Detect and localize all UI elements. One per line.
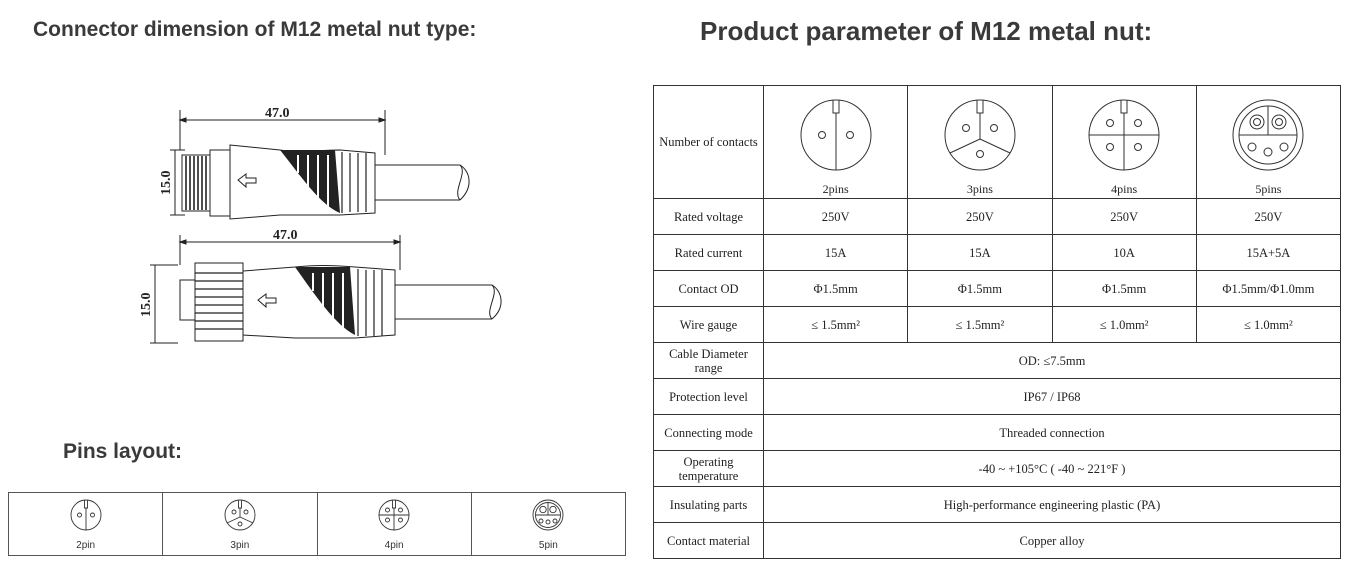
dimension-title: Connector dimension of M12 metal nut typ… xyxy=(33,18,477,41)
contact-cell-4pins: 4pins xyxy=(1051,85,1197,199)
connector-dimension-drawing: 47.0 15.0 47.0 15.0 xyxy=(139,106,502,344)
pin-layout-label: 4pin xyxy=(384,540,404,551)
table-cell: 15A xyxy=(907,234,1053,271)
table-row-contacts: Number of contacts 2pins 3pins xyxy=(653,85,1342,199)
table-cell: 250V xyxy=(1195,198,1342,235)
pin-name: 5pins xyxy=(1255,181,1282,196)
pin-cell-5: 5pin xyxy=(472,493,625,555)
three-pin-contact-icon xyxy=(944,99,1016,170)
table-cell: Φ1.5mm/Φ1.0mm xyxy=(1195,270,1342,307)
table-cell: 10A xyxy=(1051,234,1197,271)
pin-name: 3pins xyxy=(966,181,993,196)
row-label: Cable Diameter range xyxy=(653,342,764,379)
table-cell: Φ1.5mm xyxy=(762,270,909,307)
contact-cell-3pins: 3pins xyxy=(907,85,1053,199)
four-pin-diagram-icon xyxy=(378,499,410,531)
table-cell: OD: ≤7.5mm xyxy=(763,342,1341,379)
pin-name: 2pins xyxy=(822,181,849,196)
pin-cell-2: 2pin xyxy=(9,493,164,555)
bottom-length-label: 47.0 xyxy=(273,228,298,243)
parameter-title: Product parameter of M12 metal nut: xyxy=(700,16,1153,46)
table-cell: Φ1.5mm xyxy=(1051,270,1197,307)
two-pin-diagram-icon xyxy=(70,499,102,531)
three-pin-diagram-icon xyxy=(224,499,256,531)
five-pin-contact-icon xyxy=(1232,99,1304,170)
table-cell: 250V xyxy=(1051,198,1197,235)
table-row: Contact material Copper alloy xyxy=(653,522,1341,559)
table-cell: 250V xyxy=(762,198,909,235)
table-cell: IP67 / IP68 xyxy=(763,378,1341,415)
row-label: Rated voltage xyxy=(653,198,764,235)
table-row: Cable Diameter range OD: ≤7.5mm xyxy=(653,342,1341,379)
table-cell: Threaded connection xyxy=(763,414,1341,451)
contact-cell-2pins: 2pins xyxy=(762,85,909,199)
table-row: Connecting mode Threaded connection xyxy=(653,414,1341,451)
five-pin-diagram-icon xyxy=(532,499,564,531)
table-cell: ≤ 1.0mm² xyxy=(1051,306,1197,343)
table-row: Protection level IP67 / IP68 xyxy=(653,378,1341,415)
table-cell: High-performance engineering plastic (PA… xyxy=(763,486,1341,523)
pins-layout-title: Pins layout: xyxy=(63,440,183,463)
pins-layout-strip: 2pin 3pin 4pin 5pin xyxy=(8,492,626,556)
top-height-label: 15.0 xyxy=(159,171,174,196)
row-label: Rated current xyxy=(653,234,764,271)
pin-name: 4pins xyxy=(1111,181,1138,196)
pin-cell-3: 3pin xyxy=(163,493,318,555)
parameter-table: Number of contacts 2pins 3pins xyxy=(653,85,1342,559)
table-cell: ≤ 1.5mm² xyxy=(907,306,1053,343)
contact-cell-5pins: 5pins xyxy=(1195,85,1342,199)
pin-cell-4: 4pin xyxy=(318,493,472,555)
row-label: Operating temperature xyxy=(653,450,764,487)
top-length-label: 47.0 xyxy=(265,106,290,121)
pin-layout-label: 3pin xyxy=(230,540,250,551)
table-cell: 15A+5A xyxy=(1195,234,1342,271)
row-label: Contact material xyxy=(653,522,764,559)
table-cell: Copper alloy xyxy=(763,522,1341,559)
row-label: Contact OD xyxy=(653,270,764,307)
row-label: Connecting mode xyxy=(653,414,764,451)
four-pin-contact-icon xyxy=(1088,99,1160,170)
table-row: Rated voltage 250V 250V 250V 250V xyxy=(653,198,1342,235)
table-cell: 15A xyxy=(762,234,909,271)
table-row: Operating temperature -40 ~ +105°C ( -40… xyxy=(653,450,1341,487)
bottom-height-label: 15.0 xyxy=(139,293,154,318)
table-row: Insulating parts High-performance engine… xyxy=(653,486,1341,523)
table-cell: ≤ 1.0mm² xyxy=(1195,306,1342,343)
two-pin-contact-icon xyxy=(800,99,872,170)
row-label: Number of contacts xyxy=(653,85,764,199)
pin-layout-label: 5pin xyxy=(538,540,558,551)
table-row: Wire gauge ≤ 1.5mm² ≤ 1.5mm² ≤ 1.0mm² ≤ … xyxy=(653,306,1342,343)
table-cell: Φ1.5mm xyxy=(907,270,1053,307)
pin-layout-label: 2pin xyxy=(76,540,96,551)
table-cell: 250V xyxy=(907,198,1053,235)
table-cell: ≤ 1.5mm² xyxy=(762,306,909,343)
table-row: Contact OD Φ1.5mm Φ1.5mm Φ1.5mm Φ1.5mm/Φ… xyxy=(653,270,1342,307)
table-cell: -40 ~ +105°C ( -40 ~ 221°F ) xyxy=(763,450,1341,487)
row-label: Insulating parts xyxy=(653,486,764,523)
table-row: Rated current 15A 15A 10A 15A+5A xyxy=(653,234,1342,271)
row-label: Wire gauge xyxy=(653,306,764,343)
row-label: Protection level xyxy=(653,378,764,415)
